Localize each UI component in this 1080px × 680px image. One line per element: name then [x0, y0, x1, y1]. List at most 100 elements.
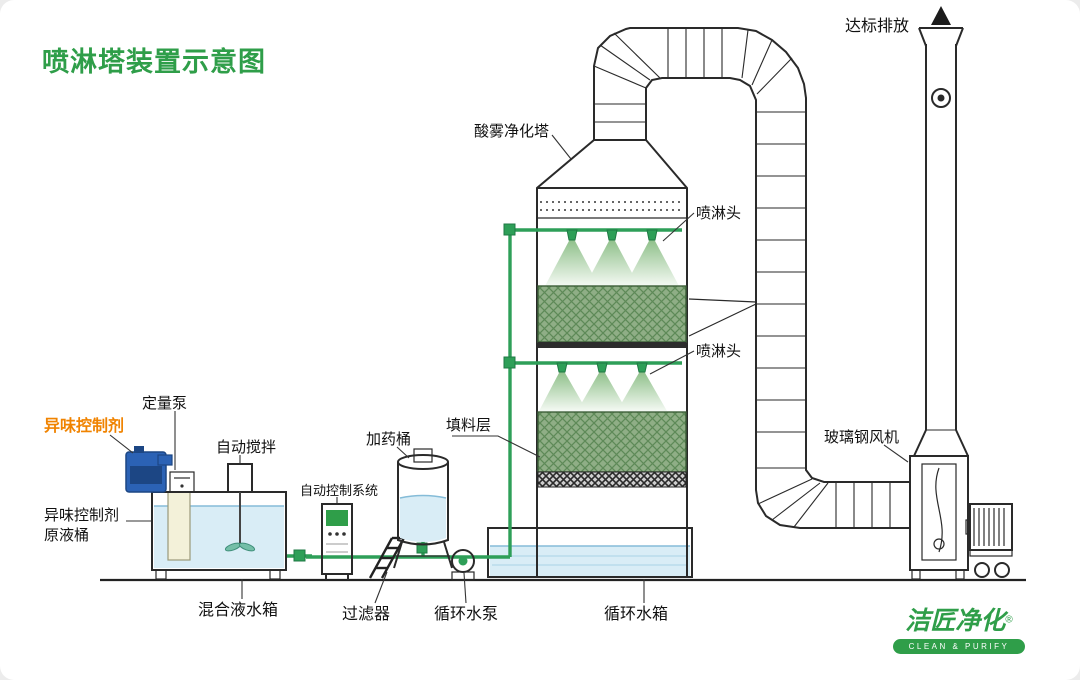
pump-body: [451, 549, 475, 573]
duct-seam: [793, 482, 829, 528]
frp-fan: [909, 455, 1013, 580]
brand-name: 洁匠净化: [905, 607, 1006, 635]
metering-pump-knob: [180, 484, 184, 488]
spray-cone: [545, 240, 599, 286]
barrel-body: [397, 462, 449, 546]
spray-nozzle: [556, 362, 568, 373]
label-dosing-barrel: 加药桶: [366, 431, 412, 448]
agent-stock-cylinder: [167, 491, 191, 561]
leader-spray-mid: [649, 350, 695, 375]
spray-nozzle: [606, 229, 618, 241]
barrel-leg: [393, 541, 403, 569]
stack-base: [913, 429, 927, 457]
valve: [416, 542, 428, 554]
packing-support-upper: [538, 342, 686, 348]
fan-inner-panel: [921, 463, 957, 561]
spray-cone: [577, 372, 627, 411]
fan-wheel: [974, 562, 990, 578]
fan-leg: [911, 569, 921, 580]
label-spray-head-mid: 喷淋头: [696, 343, 742, 360]
spray-nozzle: [636, 362, 648, 373]
duct-flanges: [593, 28, 891, 528]
leader-dosing-barrel: [396, 446, 410, 459]
label-odor-agent: 异味控制剂: [44, 418, 125, 435]
packing-grate: [537, 471, 687, 488]
barrel-top: [397, 454, 449, 470]
leader-packing: [452, 435, 541, 458]
brand-tagline: CLEAN & PURIFY: [893, 638, 1025, 654]
label-mixing-tank: 混合液水箱: [198, 602, 279, 619]
duct-seam: [757, 478, 813, 505]
leader-spray-top: [662, 212, 695, 242]
barrel-liquid: [400, 495, 446, 542]
mixing-tank-assembly: [125, 446, 287, 580]
metering-pump-unit: [169, 471, 195, 493]
duct-seam: [751, 39, 773, 86]
emission-arrow-icon: [931, 6, 951, 25]
valve: [293, 549, 306, 562]
circ-tank-outline: [487, 527, 693, 578]
duct-seam: [756, 57, 793, 95]
cabinet-screen: [326, 510, 348, 526]
flow-pointer: [688, 298, 757, 303]
duct-seam: [741, 29, 749, 79]
duct-seam: [599, 44, 651, 81]
duct-seam: [593, 65, 647, 89]
duct-seam: [613, 32, 661, 79]
control-cabinet: [321, 503, 353, 580]
tower-outline: [536, 139, 688, 577]
leader-fan: [883, 444, 909, 463]
brand-registered-icon: ®: [1005, 614, 1013, 626]
pump-base: [451, 571, 475, 581]
circulating-pump: [451, 549, 475, 581]
flow-pointer: [688, 303, 757, 337]
spray-cone: [539, 372, 587, 411]
barrel-leg: [443, 541, 453, 569]
label-circ-tank: 循环水箱: [604, 606, 669, 623]
packing-layer-lower: [537, 411, 687, 473]
fan-leg: [955, 569, 965, 580]
spray-nozzle: [566, 229, 578, 241]
fan-scroll-curve: [935, 467, 943, 553]
sampling-port: [931, 88, 951, 108]
label-spray-head-top: 喷淋头: [696, 205, 742, 222]
tank-leg: [269, 569, 281, 580]
brand-logo: 洁匠净化® CLEAN & PURIFY: [893, 607, 1025, 654]
leader-lines: [109, 134, 909, 604]
water-level-lines: [492, 555, 688, 566]
stack-base: [955, 429, 969, 457]
spray-cone: [625, 240, 679, 286]
leader-odor-agent: [109, 434, 134, 454]
barrel-liquid-surface: [399, 494, 447, 499]
duct-outline: [593, 27, 911, 529]
circulation-tank: [487, 527, 693, 578]
jug-cap: [134, 446, 144, 453]
stack-tip: [955, 27, 964, 47]
page-title: 喷淋塔装置示意图: [42, 47, 266, 77]
purification-tower: [536, 139, 688, 577]
label-filter: 过滤器: [342, 606, 391, 623]
barrel-cap: [413, 448, 433, 463]
fan-housing: [909, 455, 969, 571]
exhaust-stack: [913, 6, 969, 457]
label-metering-pump: 定量泵: [142, 395, 188, 412]
circ-tank-water: [490, 546, 690, 577]
label-emission: 达标排放: [845, 18, 910, 35]
filter-unit: [368, 536, 406, 579]
pipe-elbow: [503, 223, 516, 236]
tank-leg: [155, 569, 167, 580]
stirrer-motor: [227, 463, 253, 493]
pump-hub: [458, 556, 468, 566]
label-circ-pump: 循环水泵: [434, 606, 499, 623]
label-agent-barrel: 异味控制剂原液桶: [44, 507, 120, 544]
packing-layer-upper: [537, 285, 687, 343]
cabinet-body: [321, 503, 353, 575]
fan-hub: [933, 538, 945, 550]
label-tower: 酸雾净化塔: [474, 123, 550, 140]
label-control-system: 自动控制系统: [300, 483, 379, 498]
label-packing: 填料层: [446, 417, 492, 434]
leader-tower: [551, 134, 572, 160]
sampling-port-center: [937, 94, 945, 102]
